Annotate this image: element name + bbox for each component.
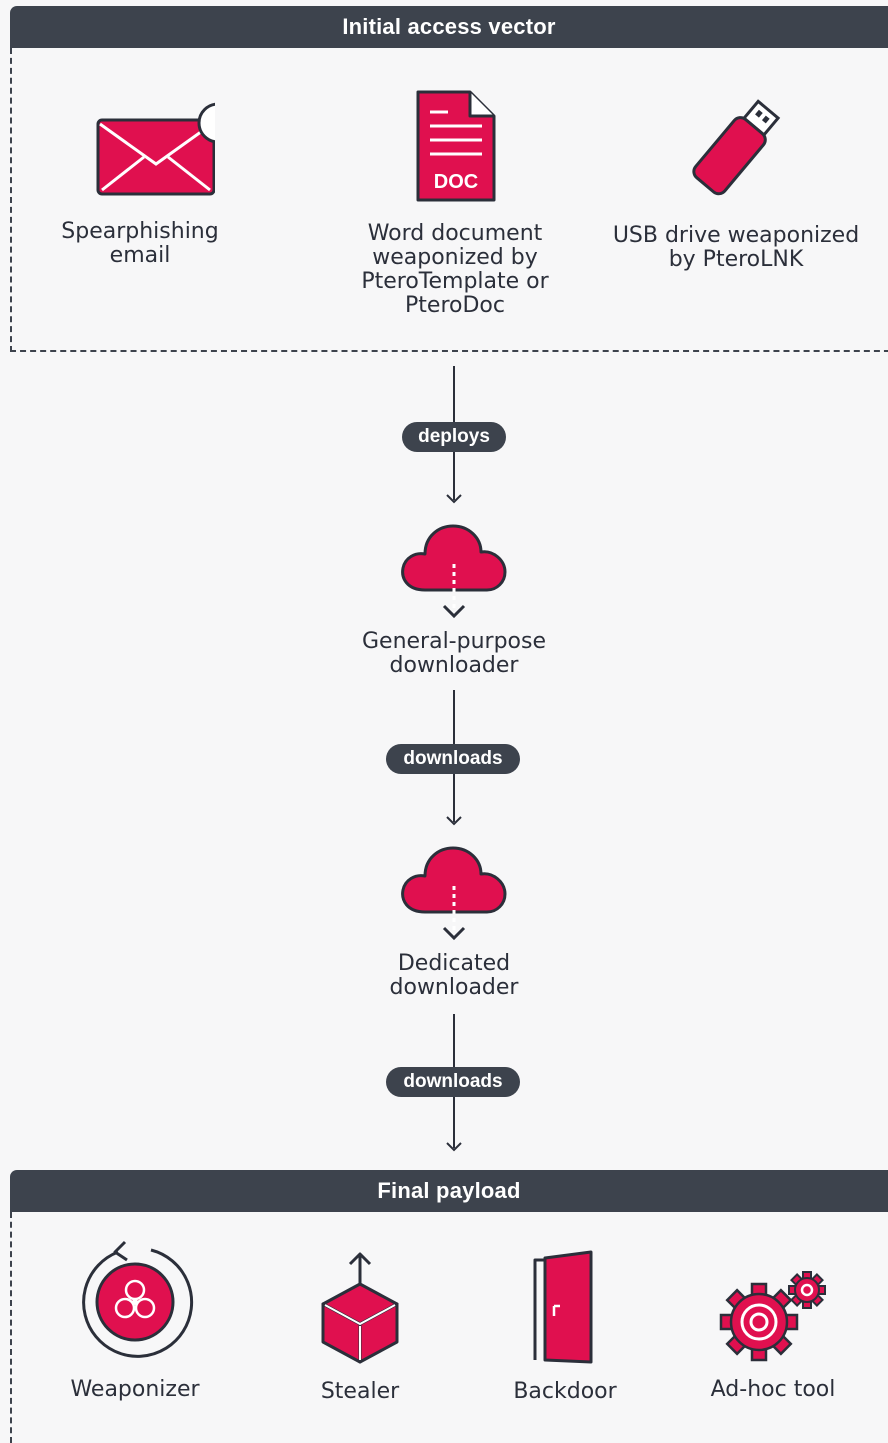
deploys-pill: deploys	[402, 422, 506, 452]
gears-icon	[719, 1271, 826, 1362]
cloud-download-icon	[401, 524, 507, 619]
backdoor-item: Backdoor	[490, 1250, 640, 1404]
door-icon	[533, 1250, 593, 1364]
arrowhead-2	[446, 816, 462, 826]
usb-drive-label: USB drive weaponized by PteroLNK	[612, 223, 860, 272]
word-document-label: Word document weaponized by PteroTemplat…	[361, 221, 549, 318]
downloads-pill-1: downloads	[386, 744, 520, 774]
spearphishing-email-label: Spearphishing email	[61, 219, 219, 268]
final-payload-title: Final payload	[377, 1178, 521, 1203]
stealer-item: Stealer	[280, 1250, 440, 1404]
final-payload-header: Final payload	[10, 1170, 888, 1212]
spearphishing-email-item: Spearphishing email	[40, 100, 240, 268]
initial-access-box	[10, 48, 888, 352]
arrowhead-3	[446, 1142, 462, 1152]
usb-drive-item: USB drive weaponized by PteroLNK	[604, 96, 868, 272]
final-payload-box	[10, 1212, 888, 1443]
doc-icon-text: DOC	[434, 171, 478, 193]
biohazard-cycle-icon	[82, 1240, 194, 1358]
doc-file-icon: DOC	[416, 90, 496, 202]
general-purpose-downloader-label: General-purpose downloader	[361, 629, 546, 678]
usb-drive-icon	[692, 99, 781, 196]
cloud-download-icon	[401, 846, 507, 941]
weaponizer-label: Weaponizer	[70, 1377, 200, 1402]
adhoc-tool-label: Ad-hoc tool	[710, 1377, 836, 1402]
backdoor-label: Backdoor	[513, 1379, 617, 1404]
adhoc-tool-item: Ad-hoc tool	[688, 1270, 858, 1402]
initial-access-header: Initial access vector	[10, 6, 888, 48]
initial-access-title: Initial access vector	[342, 14, 556, 39]
dedicated-downloader-label: Dedicated downloader	[389, 951, 519, 1000]
email-alert-icon	[96, 102, 215, 196]
stealer-label: Stealer	[320, 1379, 400, 1404]
dedicated-downloader-node: Dedicated downloader	[334, 842, 574, 1000]
downloads-pill-2: downloads	[386, 1067, 520, 1097]
word-document-item: DOC Word document weaponized by PteroTem…	[340, 88, 570, 318]
arrowhead-1	[446, 494, 462, 504]
weaponizer-item: Weaponizer	[50, 1240, 220, 1402]
box-upload-icon	[321, 1252, 399, 1364]
general-purpose-downloader-node: General-purpose downloader	[334, 520, 574, 678]
